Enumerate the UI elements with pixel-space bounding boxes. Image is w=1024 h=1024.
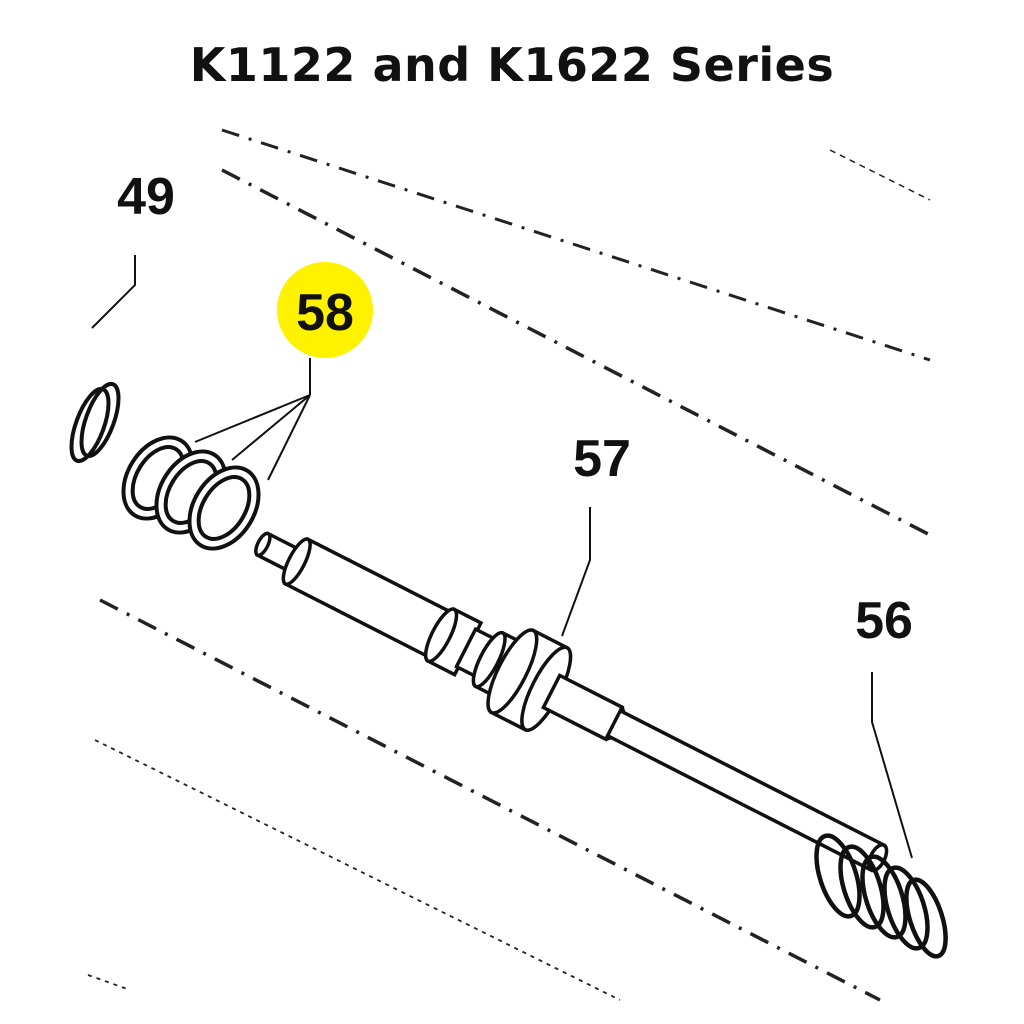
page-title: K1122 and K1622 Series (189, 38, 835, 92)
boundary-line-bottom (94, 739, 621, 1001)
callout-49: 49 (117, 168, 175, 226)
leader-lines (91, 255, 913, 859)
leader-58-c (267, 394, 311, 481)
leader-56 (871, 672, 913, 859)
callout-57: 57 (573, 430, 631, 488)
boundary-line-upper (221, 168, 931, 537)
leader-49 (91, 255, 136, 329)
callout-58: 58 (296, 284, 354, 342)
boundary-line-bottom-corner (87, 974, 131, 991)
part-56-spring (814, 833, 948, 959)
part-49-spring (69, 381, 121, 464)
boundary-lines (87, 128, 931, 1002)
boundary-line-top (221, 128, 931, 362)
leader-58-a (194, 394, 311, 443)
part-58-o-rings (121, 435, 261, 551)
part-57-valve-stem (254, 531, 889, 873)
callout-56: 56 (855, 592, 913, 650)
boundary-line-corner (829, 149, 931, 201)
highlight-58-badge (277, 262, 373, 358)
leader-57 (561, 507, 591, 637)
boundary-line-lower (99, 598, 881, 1002)
leader-58-b (231, 394, 311, 461)
